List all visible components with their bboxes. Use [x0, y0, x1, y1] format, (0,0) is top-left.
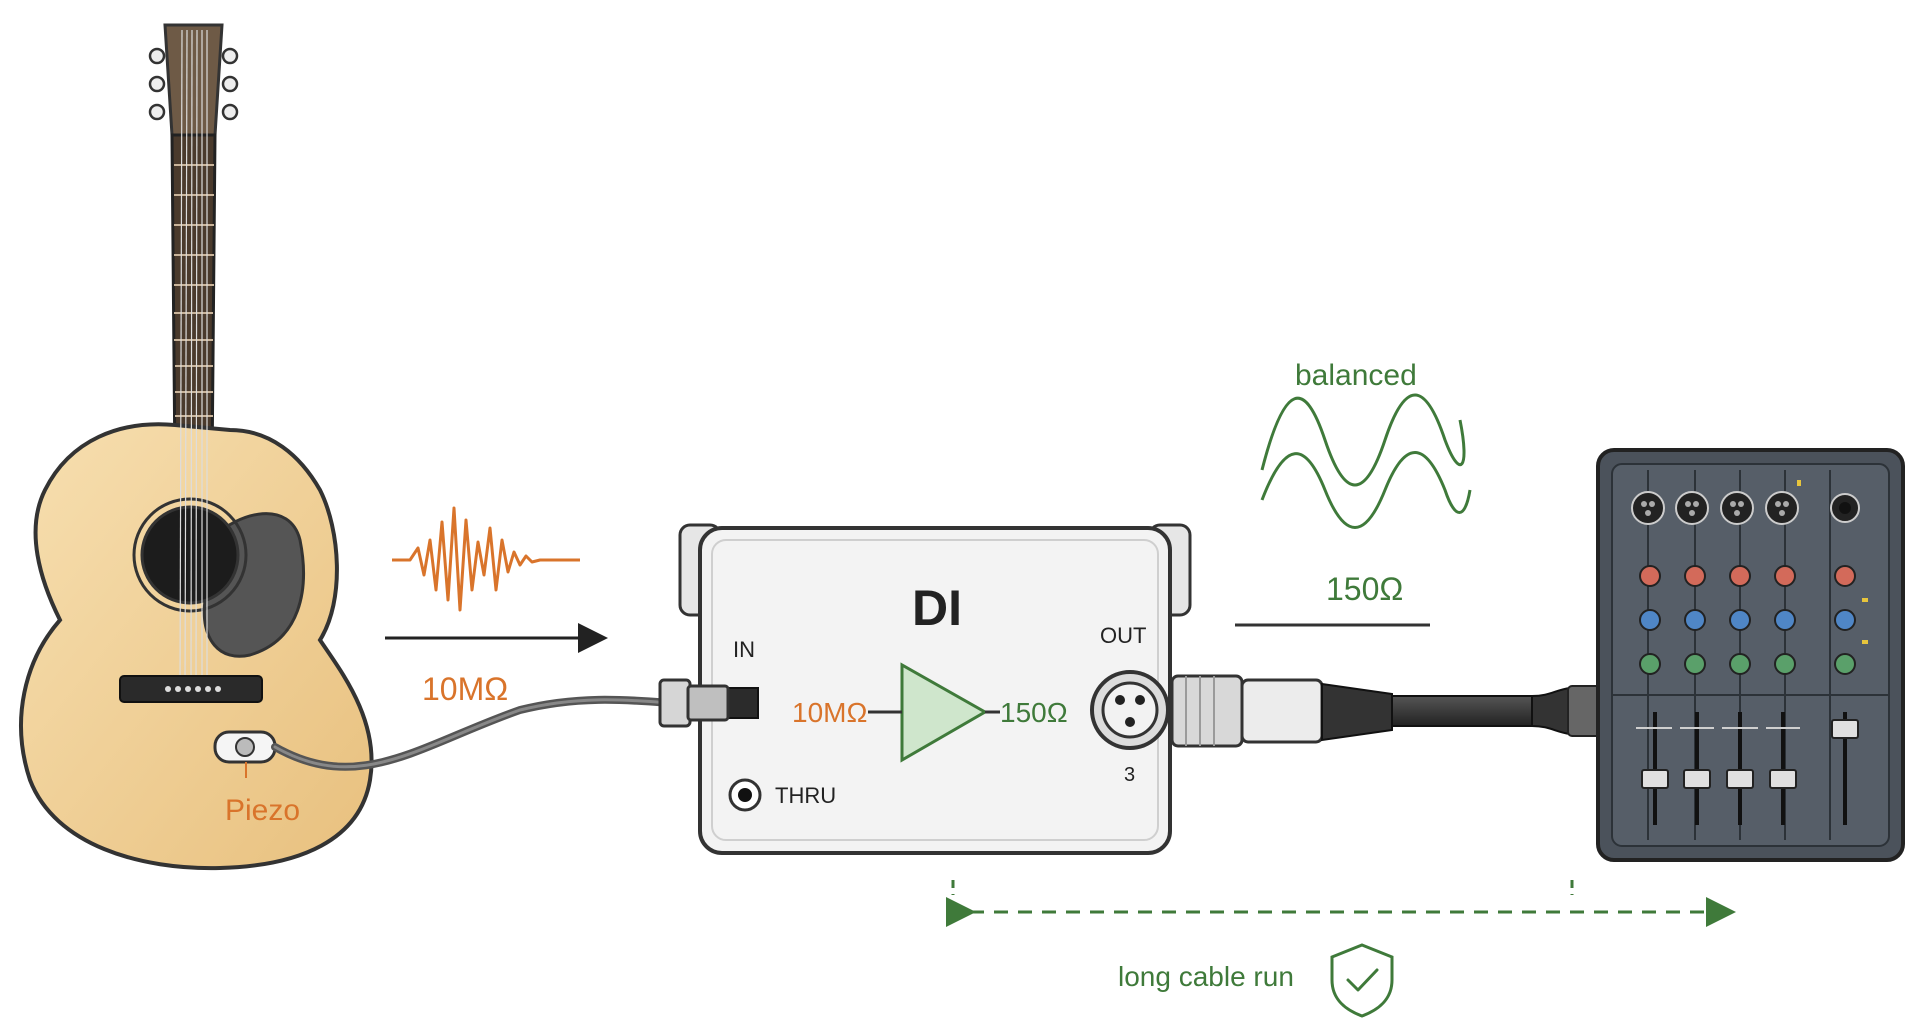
xlr-cable [1170, 674, 1605, 748]
input-jack [658, 678, 730, 728]
mixing-console [1596, 448, 1905, 862]
mixer-knobs-blue [1639, 609, 1856, 631]
piezo-label: Piezo [225, 794, 300, 827]
balanced-label: balanced [1295, 359, 1417, 392]
di-title: DI [912, 580, 962, 636]
long-cable-run-label: long cable run [1118, 961, 1294, 992]
xlr-pin-label: 3 [1124, 764, 1135, 786]
tuning-pegs [148, 47, 239, 121]
di-amp-output-impedance: 150Ω [1000, 697, 1068, 728]
guitar-headstock [163, 23, 224, 137]
output-impedance-label: 150Ω [1326, 571, 1403, 607]
cable-run-indicator [946, 880, 1736, 927]
balanced-waveform [1260, 393, 1472, 529]
thru-jack [728, 778, 762, 812]
input-impedance-label: 10MΩ [422, 671, 508, 707]
shield-check-icon [1330, 943, 1394, 1018]
di-box [658, 523, 1192, 855]
di-in-label: IN [733, 637, 755, 662]
acoustic-guitar [19, 23, 374, 871]
mixer-knobs-green [1639, 653, 1856, 675]
sound-hole [140, 505, 240, 605]
xlr-output-jack [1090, 670, 1170, 750]
mixer-faders [1653, 712, 1847, 825]
guitar-strings [179, 29, 208, 691]
di-amp-input-impedance: 10MΩ [792, 697, 867, 728]
di-out-label: OUT [1100, 623, 1146, 648]
unbalanced-waveform [392, 506, 580, 612]
guitar-neck [170, 133, 217, 472]
di-thru-label: THRU [775, 783, 836, 808]
mixer-knobs-red [1639, 565, 1856, 587]
